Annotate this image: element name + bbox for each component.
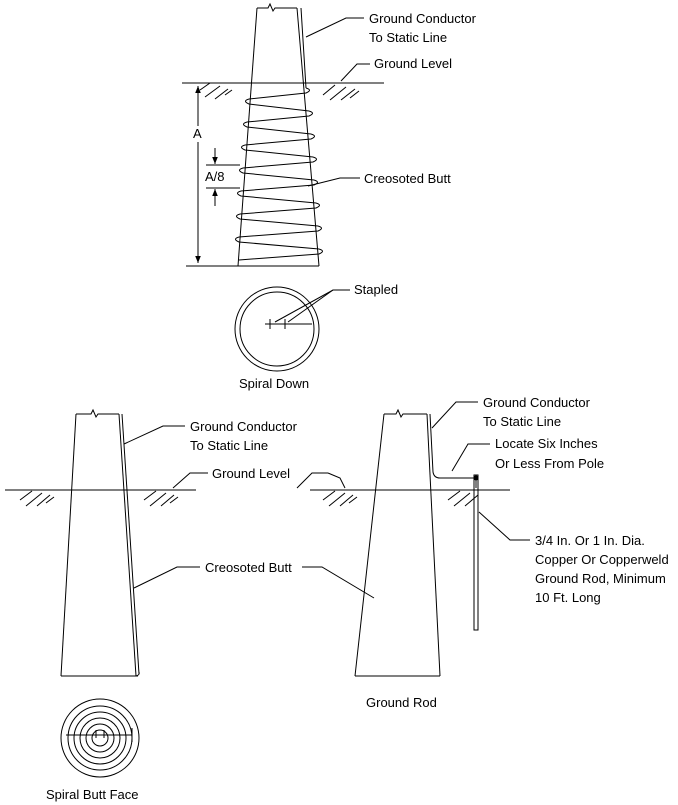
ground-rod-diagram: Ground Conductor To Static Line Locate S… xyxy=(296,395,669,710)
spiral-conductor xyxy=(235,87,323,261)
rod-clamp xyxy=(473,475,479,481)
pole2-left-edge xyxy=(60,413,77,677)
pole-right-edge xyxy=(296,7,320,267)
creosoted-butt-leader-3 xyxy=(302,566,375,599)
pole-break-mark xyxy=(257,2,297,13)
ground-level-leader-3 xyxy=(296,472,328,489)
ground-level-label: Ground Level xyxy=(374,56,452,71)
earth-hatch-left-2 xyxy=(19,490,55,507)
pole3-break-mark xyxy=(384,408,427,419)
ground-conductor-label-1: Ground Conductor xyxy=(369,11,477,26)
earth-hatch-left-3 xyxy=(322,490,358,507)
ground-level-leader xyxy=(340,63,370,82)
spiral-butt-face-caption: Spiral Butt Face xyxy=(46,787,139,802)
ground-conductor-leader-3 xyxy=(431,401,478,429)
rod-spec-label-1: 3/4 In. Or 1 In. Dia. xyxy=(535,533,645,548)
pole2-break-mark xyxy=(76,408,119,419)
stapled-label: Stapled xyxy=(354,282,398,297)
ground-conductor-leader xyxy=(305,17,364,38)
rod-spec-label-4: 10 Ft. Long xyxy=(535,590,601,605)
pole2-right-edge xyxy=(118,413,137,677)
earth-hatch-right xyxy=(322,84,360,101)
pole3-left-edge xyxy=(354,413,385,677)
locate-leader xyxy=(451,443,490,472)
ground-rod-caption: Ground Rod xyxy=(366,695,437,710)
rod-spec-label-2: Copper Or Copperweld xyxy=(535,552,669,567)
pole2-conductor-line xyxy=(121,413,140,675)
rod-spec-leader xyxy=(478,511,530,541)
rod-spec-label-3: Ground Rod, Minimum xyxy=(535,571,666,586)
stapled-leader-2 xyxy=(287,289,334,323)
ground-conductor-label-2b: To Static Line xyxy=(190,438,268,453)
ground-conductor-label-2: To Static Line xyxy=(369,30,447,45)
dim-a8-label: A/8 xyxy=(205,169,225,184)
ground-conductor-label-3b: To Static Line xyxy=(483,414,561,429)
ground-conductor-leader-2 xyxy=(123,425,185,445)
pole3-right-edge xyxy=(426,413,441,677)
creosoted-butt-leader-2 xyxy=(133,566,200,589)
earth-hatch-left xyxy=(199,82,233,100)
spiral-butt-face-diagram: Ground Conductor To Static Line Ground L… xyxy=(5,408,298,802)
earth-hatch-right-3 xyxy=(447,490,479,507)
ground-conductor-label-2a: Ground Conductor xyxy=(190,419,298,434)
ground-conductor-label-3a: Ground Conductor xyxy=(483,395,591,410)
creosoted-butt-label-2: Creosoted Butt xyxy=(205,560,292,575)
spiral-butt-face-view xyxy=(60,698,140,778)
ground-rod xyxy=(473,474,479,631)
ground-level-leader-2 xyxy=(172,472,208,489)
locate-label-1: Locate Six Inches xyxy=(495,436,598,451)
pole3-conductor-line xyxy=(429,413,477,488)
locate-label-2: Or Less From Pole xyxy=(495,456,604,471)
spiral-down-section-view xyxy=(234,286,320,372)
earth-hatch-right-2 xyxy=(143,490,179,507)
pole-left-edge xyxy=(237,7,258,267)
creosoted-butt-leader xyxy=(307,177,360,187)
spiral-down-caption: Spiral Down xyxy=(239,376,309,391)
creosoted-butt-label: Creosoted Butt xyxy=(364,171,451,186)
dim-a-label: A xyxy=(193,126,202,141)
ground-level-label-2: Ground Level xyxy=(212,466,290,481)
spiral-down-diagram: A A/8 Ground Conductor To Static Line Gr… xyxy=(182,2,477,391)
ground-conductor-line xyxy=(300,7,307,89)
